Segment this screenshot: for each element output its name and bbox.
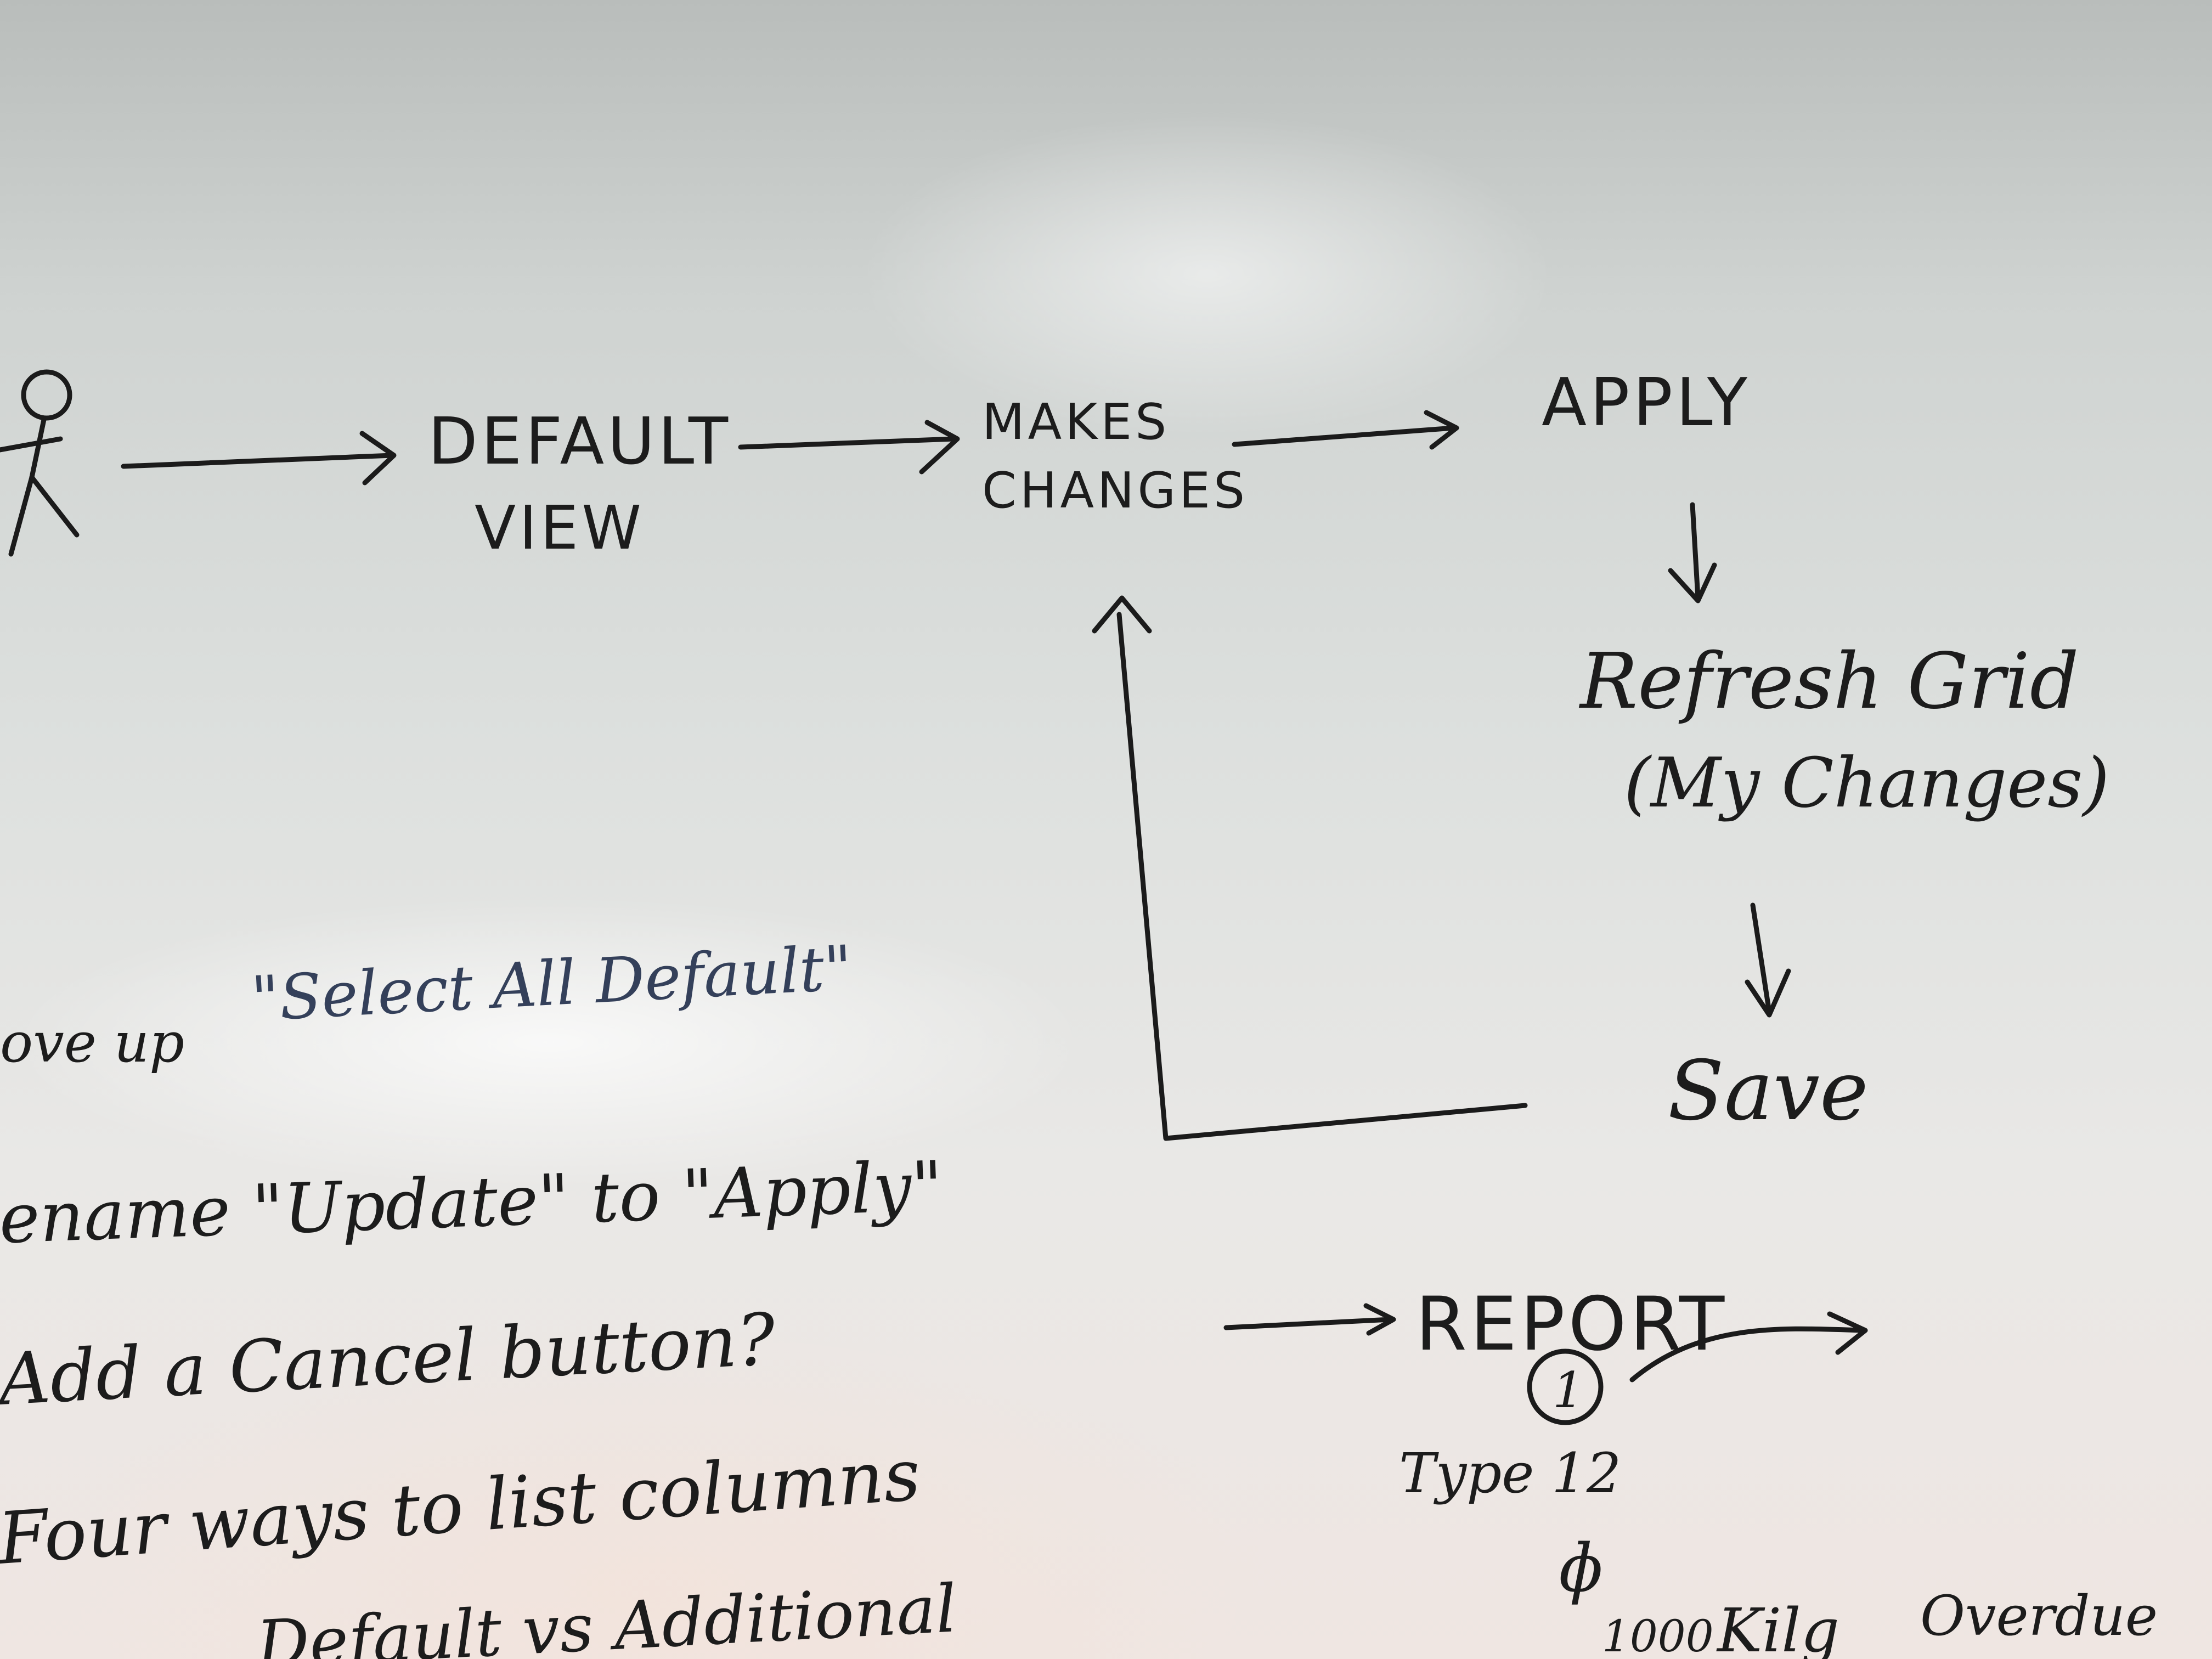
report-value-kilg: Kilg <box>1716 1595 1839 1659</box>
loop-back-arrow <box>1092 595 1528 1141</box>
note-line3: Add a Cancel button? <box>0 1297 778 1422</box>
report-number-badge <box>1527 1348 1604 1425</box>
arrow-to-refresh-grid <box>1668 502 1717 603</box>
default-view-label-line1: DEFAULT <box>428 403 731 479</box>
makes-changes-label-line1: MAKES <box>982 393 1170 451</box>
apply-label: APPLY <box>1542 365 1751 441</box>
arrow-to-apply <box>1232 410 1459 450</box>
stick-figure-icon <box>0 369 80 557</box>
default-view-label-line2: VIEW <box>475 493 645 563</box>
arrow-to-report <box>1223 1303 1396 1336</box>
note-line1-quote: "Select All Default" <box>250 933 854 1035</box>
note-line5: Default vs Additional <box>253 1571 958 1659</box>
report-phi-symbol: ɸ <box>1558 1531 1604 1607</box>
report-number: 1 <box>1553 1362 1584 1419</box>
report-type-label: Type 12 <box>1399 1441 1621 1505</box>
arrow-to-makes-changes <box>738 420 960 475</box>
save-label: Save <box>1668 1043 1869 1139</box>
refresh-grid-label: Refresh Grid <box>1578 637 2079 726</box>
report-value-overdue: Overdue <box>1920 1584 2158 1648</box>
arrow-to-default-view <box>121 431 397 486</box>
report-value-1000: 1000 <box>1602 1611 1714 1659</box>
arrow-to-save <box>1745 902 1791 1018</box>
makes-changes-label-line2: CHANGES <box>982 462 1248 520</box>
note-line1-prefix: ove up <box>0 1011 184 1075</box>
note-line4: Four ways to list columns <box>0 1433 923 1581</box>
arrow-from-report <box>1629 1311 1868 1383</box>
my-changes-label: (My Changes) <box>1624 743 2109 823</box>
note-line2: ename "Update" to "Apply" <box>0 1147 944 1259</box>
